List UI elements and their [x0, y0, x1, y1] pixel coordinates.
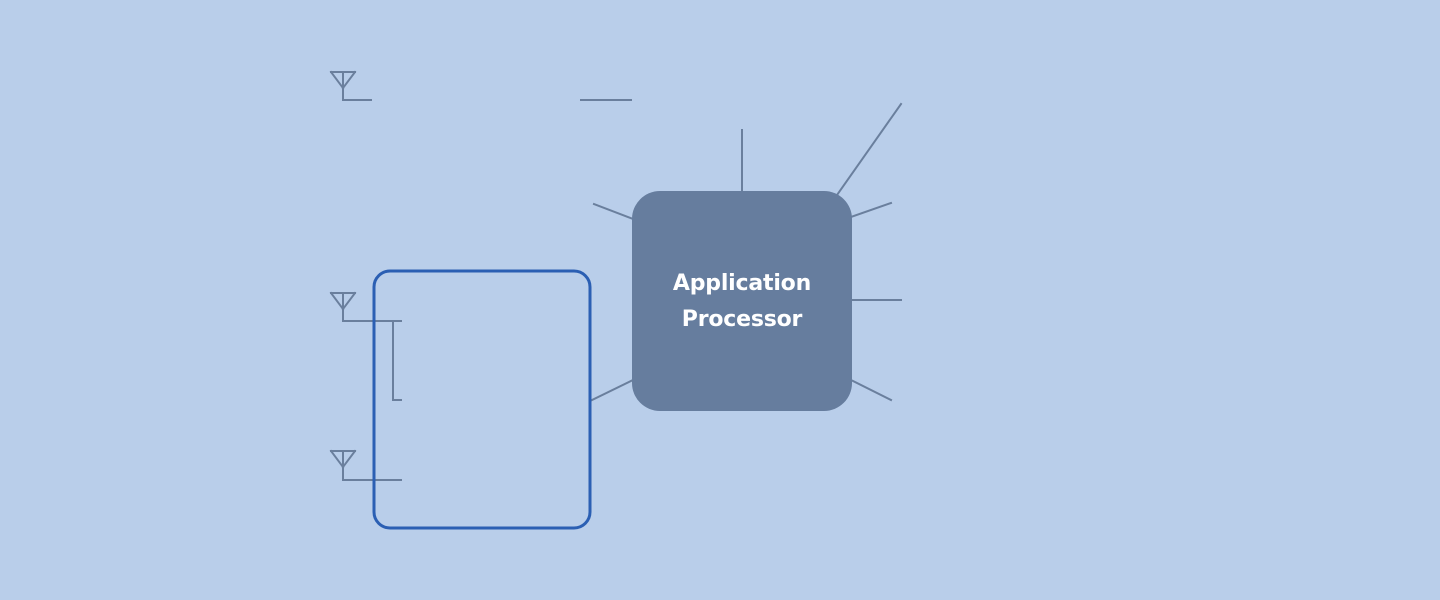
connector-top-right — [835, 102, 903, 197]
application-processor-label: Application Processor — [632, 266, 852, 338]
antenna-icon — [329, 449, 357, 481]
bracket-line — [392, 320, 402, 401]
connector-right-upper — [849, 201, 893, 219]
processor-label-line2: Processor — [681, 307, 803, 332]
connector-left-lower — [590, 378, 635, 402]
processor-label-line1: Application — [672, 271, 812, 296]
application-processor-block — [632, 191, 852, 411]
antenna-icon — [329, 291, 357, 322]
highlighted-module-box — [372, 269, 592, 530]
connector-right-lower — [849, 378, 893, 402]
connector-left-upper — [592, 202, 635, 221]
antenna-icon — [329, 70, 357, 101]
